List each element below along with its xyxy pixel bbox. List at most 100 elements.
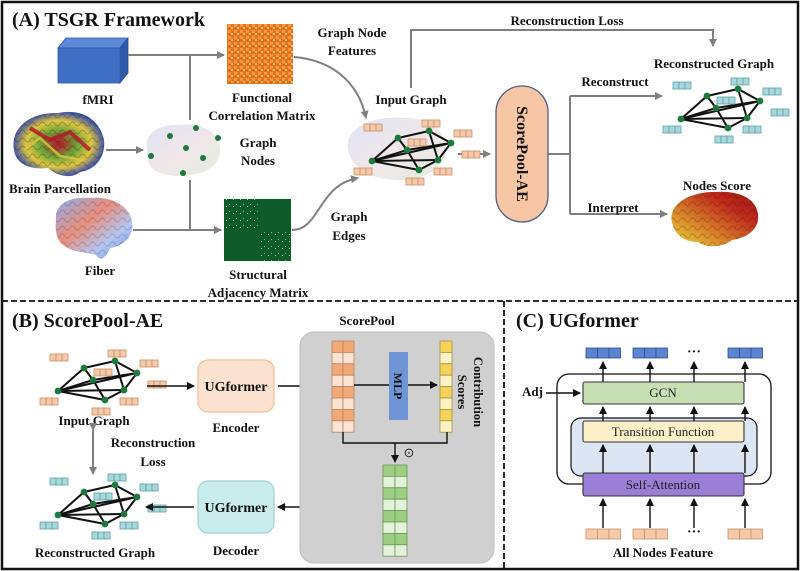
graph-node-dot <box>148 153 154 159</box>
graph-edge <box>123 372 138 391</box>
functional-matrix-label-line2: Correlation Matrix <box>209 108 316 123</box>
transition-function-label: Transition Function <box>612 424 715 439</box>
graph-edge <box>680 100 761 120</box>
node-feature-vector <box>147 380 167 389</box>
encoder-ugformer-box[interactable]: UGformer <box>197 359 275 413</box>
graph-edge <box>371 142 452 162</box>
graph-edge <box>727 117 748 129</box>
column-cell <box>439 397 453 410</box>
graph-edge <box>57 496 138 516</box>
node-feature-vector <box>632 528 668 540</box>
node-feature-vector <box>433 167 453 176</box>
mlp-label: MLP <box>391 373 405 400</box>
column-cell <box>342 340 355 353</box>
node-feature-vector <box>421 119 441 128</box>
node-feature-vector <box>93 492 113 501</box>
functional-correlation-matrix-image <box>227 24 293 84</box>
gcn-layer[interactable]: GCN <box>582 381 745 405</box>
graph-edge <box>57 514 106 525</box>
graph-edge <box>57 513 125 516</box>
column-cell <box>342 351 355 365</box>
node-feature-vector <box>632 347 668 359</box>
interpret-label: Interpret <box>587 200 639 215</box>
output-ellipsis: ··· <box>687 345 701 360</box>
graph-edge <box>57 367 85 392</box>
fmri-cube-icon <box>57 36 129 85</box>
pooled-feature-column <box>382 464 408 557</box>
column-cell <box>382 533 396 546</box>
column-cell <box>342 420 355 433</box>
column-cell <box>439 374 453 388</box>
graph-edge <box>418 159 439 171</box>
column-cell <box>394 533 408 546</box>
node-feature-vector <box>585 528 621 540</box>
graph-edge <box>114 360 138 374</box>
node-feature-vector <box>91 531 111 540</box>
column-cell <box>342 386 355 399</box>
reconstruction-loss-b-label-line1: Reconstruction <box>111 435 196 450</box>
input-graph-a <box>347 117 481 186</box>
fiber-brain-image <box>55 197 133 259</box>
graph-node-dot <box>183 145 189 151</box>
graph-node <box>54 387 62 395</box>
graph-edge <box>706 88 739 97</box>
graph-node <box>394 134 402 142</box>
column-cell <box>331 408 344 422</box>
graph-edge <box>428 130 452 144</box>
graph-edge <box>437 142 452 161</box>
graph-edge <box>57 491 85 516</box>
decoder-box-label: UGformer <box>205 501 268 516</box>
graph-edge <box>371 160 420 171</box>
node-feature-vector <box>762 87 782 96</box>
graph-node <box>434 156 442 164</box>
node-feature-vector <box>662 125 682 134</box>
graph-node <box>89 500 97 508</box>
graph-edge <box>57 390 106 401</box>
contribution-scores-label-line2: Scores <box>455 375 469 410</box>
panel-b-title: (B) ScorePool-AE <box>12 310 163 332</box>
graph-nodes-label-line1: Graph <box>240 135 278 150</box>
self-attention-layer[interactable]: Self-Attention <box>582 472 745 497</box>
graph-node <box>756 97 764 105</box>
node-feature-vector <box>727 528 763 540</box>
column-cell <box>342 397 355 410</box>
graph-edge <box>57 372 138 392</box>
input-graph-b <box>39 349 167 416</box>
graph-nodes-brain-image <box>146 124 221 176</box>
graph-edge <box>680 118 729 129</box>
graph-edge <box>104 389 125 401</box>
graph-edge <box>371 159 439 162</box>
all-nodes-feature-label: All Nodes Feature <box>613 545 713 560</box>
graph-node <box>120 510 128 518</box>
graph-node-dot <box>193 125 199 131</box>
graph-node <box>425 127 433 135</box>
output-node-features <box>585 347 763 359</box>
brain-parcellation-label: Brain Parcellation <box>9 181 112 196</box>
column-cell <box>331 340 344 353</box>
graph-node <box>80 364 88 372</box>
gcn-label: GCN <box>649 385 677 400</box>
scorepool-ae-block[interactable]: ScorePool-AE <box>495 85 549 223</box>
contribution-scores-column <box>439 340 453 433</box>
column-cell <box>382 475 396 489</box>
node-feature-vector <box>716 96 736 105</box>
node-feature-vector <box>770 108 790 117</box>
structural-matrix-label-line1: Structural <box>229 267 287 282</box>
decoder-ugformer-box[interactable]: UGformer <box>197 480 275 534</box>
mlp-block[interactable]: MLP <box>389 352 408 420</box>
reconstructed-graph-b <box>39 473 167 540</box>
graph-edges-arrow <box>291 175 359 231</box>
contribution-scores-label-line1: Contribution <box>471 357 485 427</box>
transition-function-layer[interactable]: Transition Function <box>582 420 745 443</box>
graph-edge <box>114 484 138 498</box>
graph-node <box>80 488 88 496</box>
graph-edge <box>737 88 761 102</box>
fmri-label: fMRI <box>82 92 113 107</box>
fiber-label: Fiber <box>85 263 116 278</box>
hadamard-product-symbol: ⊙ <box>404 445 415 460</box>
graph-node <box>743 114 751 122</box>
graph-node <box>133 493 141 501</box>
graph-node <box>734 85 742 93</box>
